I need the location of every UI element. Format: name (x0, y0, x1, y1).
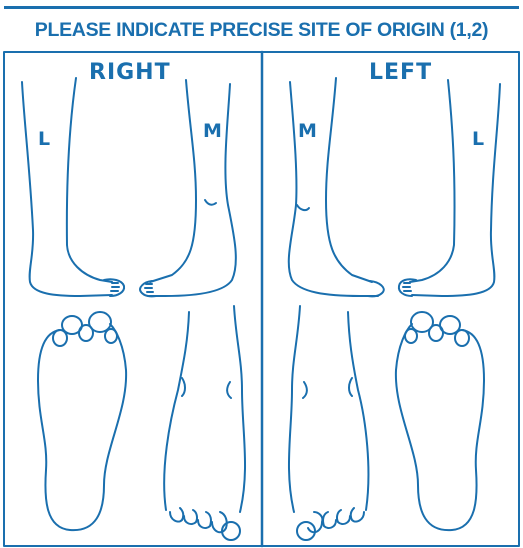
left-leg-medial (289, 78, 384, 296)
panel-label-left: LEFT (363, 60, 438, 85)
right-foot-sole (38, 312, 126, 530)
left-lateral-label: L (472, 128, 484, 150)
left-foot-sole (396, 312, 484, 530)
right-lateral-label: L (38, 128, 50, 150)
left-foot-dorsum (289, 306, 368, 540)
panel-label-right: RIGHT (83, 60, 177, 85)
left-leg-lateral (399, 80, 500, 296)
right-medial-label: M (203, 120, 222, 142)
right-foot-dorsum (164, 306, 245, 540)
right-leg-medial (140, 80, 236, 296)
left-medial-label: M (298, 120, 317, 142)
right-leg-lateral (22, 78, 124, 296)
